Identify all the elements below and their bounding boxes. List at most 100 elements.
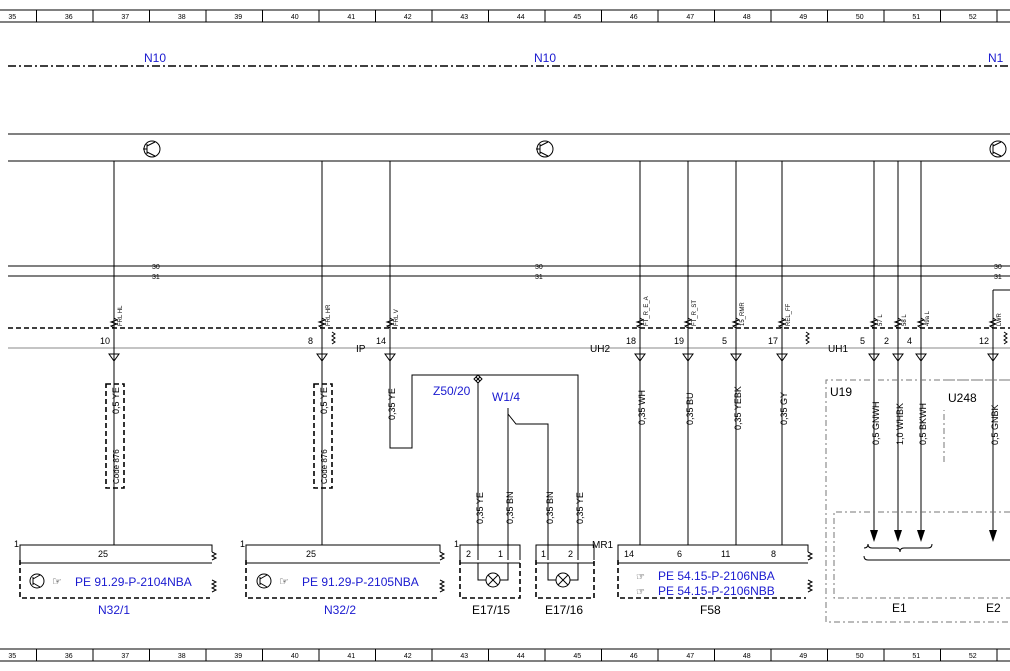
ref-link[interactable]: PE 54.15-P-2106NBB xyxy=(658,584,775,598)
pin-number: 8 xyxy=(308,336,313,346)
signal-arrow xyxy=(989,530,997,542)
grid-column-label: 42 xyxy=(404,653,412,660)
grid-column-label: 48 xyxy=(743,653,751,660)
wire-color-label: 0,5 BKWH xyxy=(918,403,928,445)
code-label: Code 876 xyxy=(320,449,329,484)
u19-label: U19 xyxy=(830,385,852,399)
grid-column-label: 52 xyxy=(969,653,977,660)
node-n10-b[interactable]: N10 xyxy=(534,51,556,65)
book-reference-icon: ☞ xyxy=(636,572,645,583)
grid-column-label: 44 xyxy=(517,14,525,21)
wire-color-label: 0,35 GY xyxy=(779,392,789,425)
connector-arrow xyxy=(316,353,328,362)
pin-label: 25 xyxy=(306,549,316,559)
component-e17-16: 1 2 E17/16 xyxy=(535,544,595,617)
grid-column-label: 39 xyxy=(234,14,242,21)
signal-label: FT_R_E_A xyxy=(644,296,650,326)
connector-arrow xyxy=(868,353,880,362)
signal-arrow xyxy=(917,530,925,542)
transistor-icon xyxy=(29,573,45,589)
pin-label: 2 xyxy=(466,549,471,559)
wire-color-label: 0,5 YE xyxy=(319,387,329,414)
connector-arrow xyxy=(108,353,120,362)
connector-arrow xyxy=(634,353,646,362)
wire-color-label: 0,35 YE xyxy=(387,388,397,420)
grid-bottom xyxy=(0,648,1010,662)
component-label[interactable]: N32/1 xyxy=(98,603,130,617)
grid-column-label: 51 xyxy=(912,14,920,21)
strip-squiggle xyxy=(1003,331,1008,345)
connector-arrow xyxy=(776,353,788,362)
grid-column-label: 47 xyxy=(686,653,694,660)
ref-link[interactable]: PE 54.15-P-2106NBA xyxy=(658,569,775,583)
connector-uh1: UH1 xyxy=(828,344,848,355)
wire-squiggle xyxy=(777,317,787,329)
grid-column-label: 46 xyxy=(630,14,638,21)
grid-column-label: 38 xyxy=(178,653,186,660)
grid-column-label: 36 xyxy=(65,653,73,660)
connector-arrow xyxy=(987,353,999,362)
wire-squiggle xyxy=(869,317,879,329)
signal-label: FT_R_ST xyxy=(692,300,698,326)
splice-wire xyxy=(389,360,579,560)
node-n10-c[interactable]: N1 xyxy=(988,51,1004,65)
component-label: E17/16 xyxy=(545,603,583,617)
bus-30-label: 30 xyxy=(994,264,1002,271)
grid-column-label: 40 xyxy=(291,653,299,660)
grid-column-label: 37 xyxy=(121,14,129,21)
pin-number: 17 xyxy=(768,336,778,346)
brace-1 xyxy=(863,543,933,553)
pin-label: 2 xyxy=(568,549,573,559)
wire-color-label: 1,0 WHBK xyxy=(895,403,905,445)
wire-squiggle xyxy=(731,317,741,329)
connector-arrow xyxy=(682,353,694,362)
wire-w1-4[interactable]: W1/4 xyxy=(492,390,520,404)
pin-label: 1 xyxy=(14,539,19,549)
signal-arrow xyxy=(870,530,878,542)
strip-squiggle xyxy=(331,331,336,345)
lamp-icon xyxy=(485,572,501,588)
grid-column-label: 36 xyxy=(65,14,73,21)
wire-color-label: 0,35 BN xyxy=(545,491,555,524)
bus-31-label: 31 xyxy=(994,274,1002,281)
ref-link[interactable]: PE 91.29-P-2105NBA xyxy=(302,575,419,589)
signal-label: FRL HL xyxy=(118,305,124,326)
w1-branch-b xyxy=(507,413,549,560)
signal-label: LWR xyxy=(997,312,1003,326)
connector-arrow xyxy=(384,353,396,362)
pin-label: 6 xyxy=(677,549,682,559)
wire-color-label: 0,5 GNBK xyxy=(990,404,1000,445)
bus-30-label: 30 xyxy=(152,264,160,271)
node-n10-a[interactable]: N10 xyxy=(144,51,166,65)
wire-squiggle xyxy=(683,317,693,329)
connector-mr1: MR1 xyxy=(592,540,614,551)
wire-color-label: 0,35 YE xyxy=(575,492,585,524)
grid-column-label: 42 xyxy=(404,14,412,21)
code-box xyxy=(313,383,333,489)
wire-color-label: 0,35 BN xyxy=(505,491,515,524)
transistor-icon xyxy=(256,573,272,589)
grid-column-label: 50 xyxy=(856,14,864,21)
signal-label: FRL HR xyxy=(326,304,332,326)
ref-link[interactable]: PE 91.29-P-2104NBA xyxy=(75,575,192,589)
grid-column-label: 52 xyxy=(969,14,977,21)
splice-z50-20[interactable]: Z50/20 xyxy=(433,384,471,398)
wire-color-label: 0,35 YE xyxy=(475,492,485,524)
transistor-icon xyxy=(143,140,161,158)
pin-label: 14 xyxy=(624,549,634,559)
code-label: Code 876 xyxy=(112,449,121,484)
wire-squiggle xyxy=(317,317,327,329)
component-label[interactable]: N32/2 xyxy=(324,603,356,617)
u248-label: U248 xyxy=(948,391,977,405)
e-box xyxy=(833,511,1010,599)
wire-squiggle xyxy=(635,317,645,329)
grid-column-label: 37 xyxy=(121,653,129,660)
component-n32-2: 1 25 ☞ PE 91.29-P-2105NBA N32/2 xyxy=(240,539,446,617)
wire-squiggle xyxy=(893,317,903,329)
grid-column-label: 47 xyxy=(686,14,694,21)
signal-arrow xyxy=(894,530,902,542)
splice-icon xyxy=(473,374,483,384)
grid-column-label: 41 xyxy=(347,653,355,660)
u19-boundary xyxy=(825,379,1010,623)
